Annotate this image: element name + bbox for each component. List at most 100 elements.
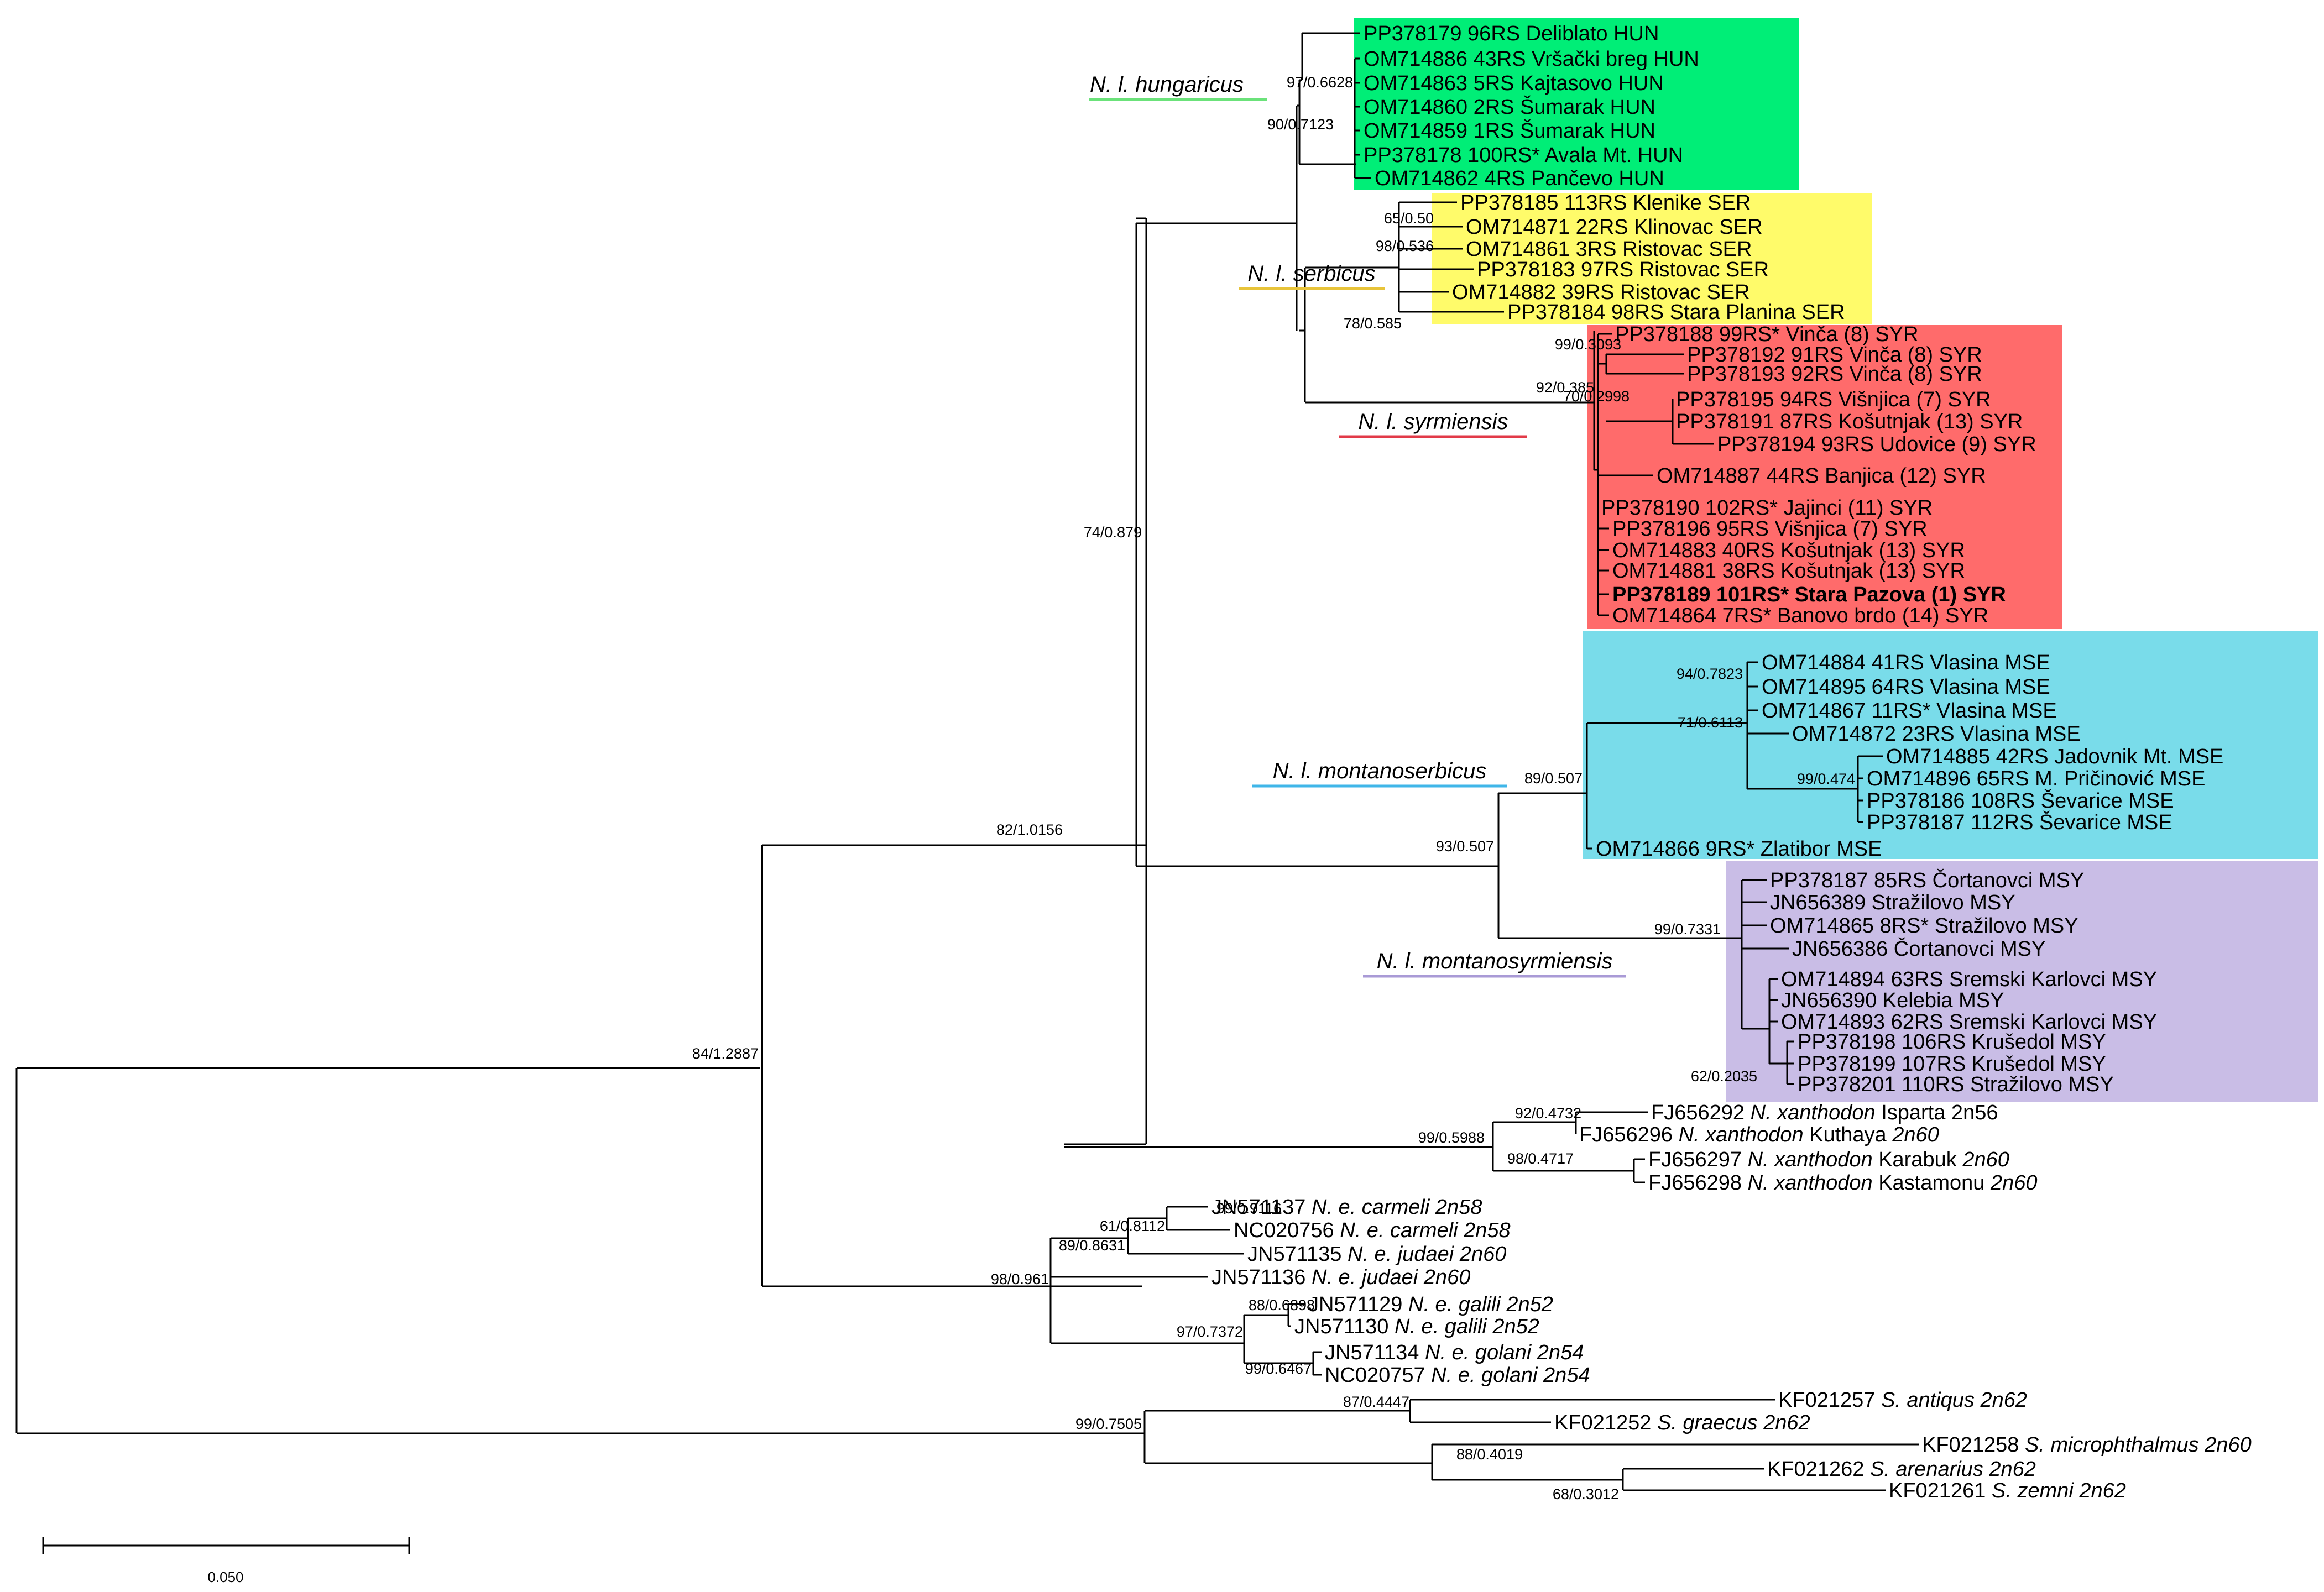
- tip-label: OM714862 4RS Pančevo HUN: [1375, 167, 1664, 190]
- tip-label: OM714859 1RS Šumarak HUN: [1364, 118, 1655, 143]
- tip-label: OM714885 42RS Jadovnik Mt. MSE: [1886, 745, 2223, 768]
- support-value: 88/0.4019: [1456, 1446, 1523, 1463]
- tip-label: OM714865 8RS* Stražilovo MSY: [1770, 914, 2078, 938]
- support-value: 89/0.8631: [1059, 1237, 1125, 1254]
- tip-accession: KF021257: [1778, 1389, 1875, 1412]
- support-value: 61/0.8112: [1100, 1218, 1165, 1234]
- tip-label: JN656386 Čortanovci MSY: [1792, 936, 2045, 961]
- tip-accession: KF021262: [1767, 1458, 1864, 1481]
- tip-label: PP378193 92RS Vinča (8) SYR: [1687, 363, 1982, 386]
- support-value: 82/1.0156: [996, 821, 1063, 838]
- tip-label: PP378191 87RS Košutnjak (13) SYR: [1676, 410, 2023, 433]
- tip-accession: OM714866 9RS* Zlatibor MSE: [1596, 837, 1882, 861]
- tip-accession: PP378178 100RS* Avala Mt. HUN: [1364, 144, 1683, 167]
- support-value: 98/0.4717: [1507, 1150, 1574, 1167]
- tip-label: PP378199 107RS Krušedol MSY: [1798, 1052, 2106, 1076]
- support-value: 74/0.879: [1084, 524, 1142, 541]
- tip-accession: JN571134: [1325, 1341, 1419, 1364]
- tip-locality: Karabuk: [1878, 1148, 1957, 1171]
- tip-label: OM714884 41RS Vlasina MSE: [1762, 651, 2050, 674]
- clade-box-hungaricus: [1354, 18, 1799, 190]
- tip-label: JN571135 N. e. judaei 2n60: [1247, 1243, 1506, 1266]
- tip-label: FJ656296 N. xanthodon Kuthaya 2n60: [1579, 1123, 1939, 1146]
- clade-label-hungaricus: N. l. hungaricus: [1090, 72, 1244, 97]
- tip-species: S. antiqus: [1881, 1389, 1975, 1412]
- tip-species: S. arenarius: [1870, 1458, 1983, 1481]
- support-value: 99/0.7331: [1654, 921, 1721, 938]
- tip-accession: PP378179 96RS Deliblato HUN: [1364, 22, 1659, 45]
- support-value: 78/0.585: [1344, 315, 1402, 332]
- tip-species: N. e. carmeli: [1340, 1219, 1459, 1242]
- support-value: 98/0.961: [991, 1271, 1049, 1287]
- tip-label: PP378201 110RS Stražilovo MSY: [1798, 1073, 2114, 1096]
- tip-label: PP378194 93RS Udovice (9) SYR: [1717, 433, 2036, 456]
- tip-karyotype: 2n60: [1990, 1171, 2038, 1195]
- clade-box-montanoserbicus: [1583, 631, 2318, 859]
- tip-species: N. e. golani: [1431, 1364, 1538, 1387]
- tip-karyotype: 2n62: [1763, 1411, 1810, 1434]
- tip-label: JN571136 N. e. judaei 2n60: [1211, 1266, 1470, 1289]
- tip-karyotype: 2n58: [1463, 1219, 1511, 1242]
- tip-accession: JN571137: [1211, 1196, 1305, 1219]
- support-value: 89/0.507: [1524, 770, 1583, 787]
- tip-accession: FJ656298: [1648, 1171, 1742, 1195]
- tip-karyotype: 2n62: [1988, 1458, 2036, 1481]
- tip-label: PP378186 108RS Ševarice MSE: [1867, 788, 2174, 813]
- tip-label: OM714895 64RS Vlasina MSE: [1762, 675, 2050, 699]
- tip-label: OM714867 11RS* Vlasina MSE: [1762, 699, 2057, 722]
- support-value: 84/1.2887: [692, 1045, 759, 1062]
- support-value: 71/0.6113: [1678, 714, 1743, 731]
- tip-karyotype: 2n54: [1543, 1364, 1590, 1387]
- tip-label: OM714872 23RS Vlasina MSE: [1792, 722, 2081, 746]
- tip-accession: OM714882 39RS Ristovac SER: [1452, 281, 1750, 304]
- tip-accession: OM714886 43RS Vršački breg HUN: [1364, 48, 1699, 71]
- tip-accession: OM714871 22RS Klinovac SER: [1466, 216, 1763, 239]
- tip-accession: PP378191 87RS Košutnjak (13) SYR: [1676, 410, 2023, 433]
- tip-label: PP378187 112RS Ševarice MSE: [1867, 810, 2172, 834]
- tip-accession: JN656389 Stražilovo MSY: [1770, 891, 2015, 914]
- support-value: 62/0.2035: [1691, 1068, 1757, 1085]
- support-value: 87/0.4447: [1343, 1394, 1409, 1410]
- tip-label: PP378184 98RS Stara Planina SER: [1507, 301, 1845, 324]
- support-value: 94/0.7823: [1677, 666, 1743, 682]
- tip-label: JN571129 N. e. galili 2n52: [1308, 1293, 1553, 1316]
- tip-label: OM714896 65RS M. Pričinović MSE: [1867, 767, 2205, 790]
- tip-accession: OM714887 44RS Banjica (12) SYR: [1657, 464, 1986, 488]
- tip-accession: OM714872 23RS Vlasina MSE: [1792, 722, 2081, 746]
- tip-accession: OM714865 8RS* Stražilovo MSY: [1770, 914, 2078, 938]
- tip-label: JN571130 N. e. galili 2n52: [1294, 1315, 1539, 1338]
- tip-accession: PP378195 94RS Višnjica (7) SYR: [1676, 388, 1991, 411]
- tip-label: FJ656298 N. xanthodon Kastamonu 2n60: [1648, 1171, 2038, 1195]
- support-value: 97/0.7372: [1177, 1323, 1243, 1340]
- support-value: 97/0.6628: [1287, 74, 1353, 91]
- tip-karyotype: 2n52: [1506, 1293, 1553, 1316]
- support-value: 99/0.7505: [1075, 1416, 1142, 1432]
- tip-label: KF021261 S. zemni 2n62: [1889, 1479, 2126, 1502]
- tip-species: S. microphthalmus: [2025, 1433, 2199, 1457]
- tip-label: PP378192 91RS Vinča (8) SYR: [1687, 343, 1982, 366]
- tip-label: OM714887 44RS Banjica (12) SYR: [1657, 464, 1986, 488]
- scale-bar: 0.050: [42, 1537, 410, 1585]
- tip-label: OM714886 43RS Vršački breg HUN: [1364, 48, 1699, 71]
- tip-label: FJ656292 N. xanthodon Isparta 2n56: [1651, 1101, 1998, 1124]
- tip-species: N. e. judaei: [1312, 1266, 1419, 1289]
- tip-accession: PP378185 113RS Klenike SER: [1460, 191, 1751, 214]
- tip-label: PP378178 100RS* Avala Mt. HUN: [1364, 144, 1683, 167]
- tip-accession: FJ656296: [1579, 1123, 1673, 1146]
- tip-accession: PP378184 98RS Stara Planina SER: [1507, 301, 1845, 324]
- tip-accession: JN656390 Kelebia MSY: [1781, 989, 2004, 1012]
- support-value: 88/0.6898: [1249, 1297, 1315, 1313]
- tip-label: OM714860 2RS Šumarak HUN: [1364, 95, 1655, 119]
- tip-species: S. graecus: [1657, 1411, 1758, 1434]
- tip-accession: OM714867 11RS* Vlasina MSE: [1762, 699, 2057, 722]
- tip-accession: NC020757: [1325, 1364, 1425, 1387]
- tip-label: JN656389 Stražilovo MSY: [1770, 891, 2015, 914]
- tip-accession: FJ656292: [1651, 1101, 1745, 1124]
- tip-species: N. xanthodon: [1679, 1123, 1804, 1146]
- support-value: 99/0.5988: [1418, 1129, 1485, 1146]
- tip-label: FJ656297 N. xanthodon Karabuk 2n60: [1648, 1148, 2009, 1171]
- tip-accession: NC020756: [1234, 1219, 1334, 1242]
- tip-label: KF021258 S. microphthalmus 2n60: [1922, 1433, 2252, 1457]
- tip-label: OM714893 62RS Sremski Karlovci MSY: [1781, 1010, 2157, 1034]
- tip-accession: OM714883 40RS Košutnjak (13) SYR: [1612, 539, 1965, 562]
